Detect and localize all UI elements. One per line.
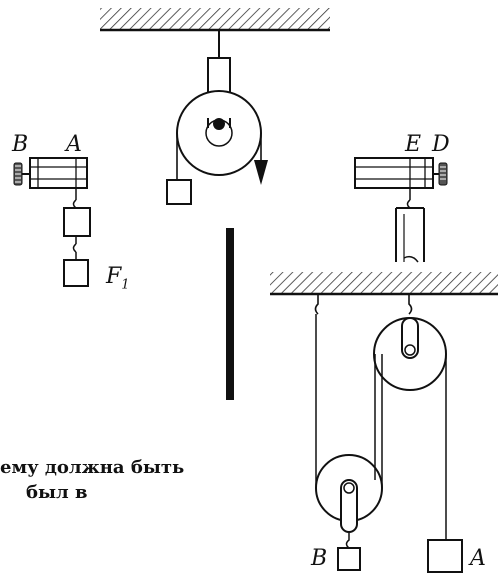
label-b-left: B (12, 132, 29, 157)
problem-text-line-2: был в (26, 482, 88, 503)
label-f1-main: F (106, 264, 122, 289)
problem-text-line-1: ему должна быть (0, 457, 185, 478)
label-d-right: D (432, 132, 450, 157)
pulley-axle (213, 118, 225, 130)
weight-f1 (63, 259, 89, 287)
top-ceiling (100, 8, 330, 32)
label-b-bottom: B (311, 546, 328, 571)
label-a-left: A (66, 132, 82, 157)
right-dynamometer (354, 157, 448, 263)
top-pulley-assembly (166, 30, 268, 205)
label-a-bottom: A (470, 546, 486, 571)
weight-b (337, 547, 361, 571)
label-f1: F1 (106, 264, 130, 293)
hanging-block (166, 179, 192, 205)
force-arrow-icon (254, 160, 268, 185)
weight-a (427, 539, 463, 573)
pulley-system (270, 272, 498, 573)
vertical-rod (226, 228, 234, 400)
label-f1-subscript: 1 (121, 277, 130, 293)
label-e-right: E (405, 132, 422, 157)
left-dynamometer (13, 157, 91, 287)
